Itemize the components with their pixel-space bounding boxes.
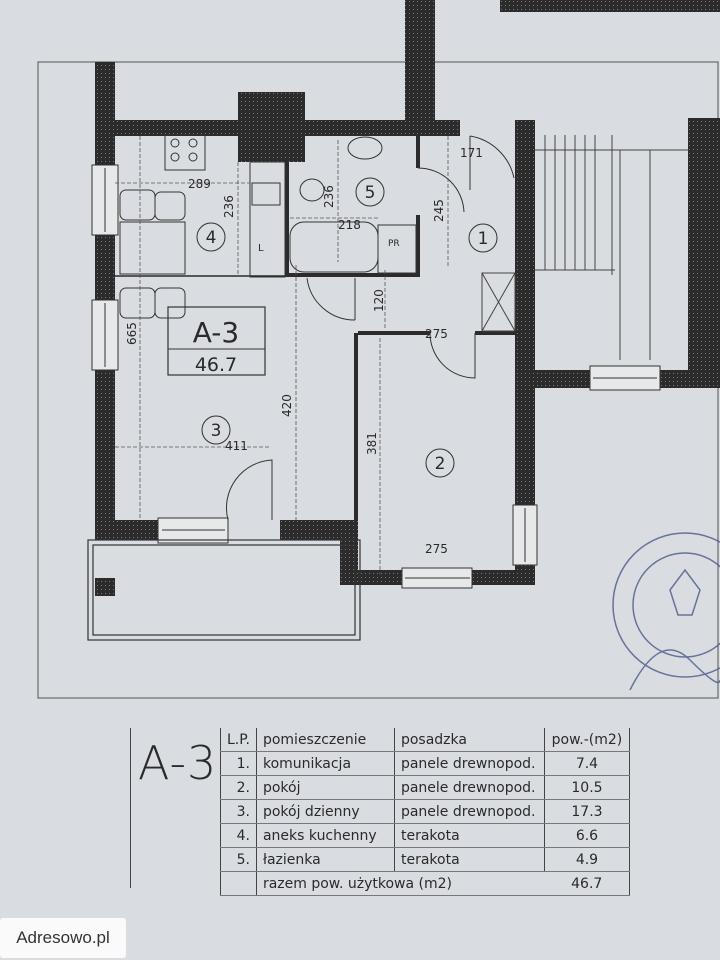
room-markers: 1 2 3 4 5 <box>196 177 498 478</box>
cell-area: 10.5 <box>544 775 630 800</box>
dim-living-depth: 420 <box>280 394 294 417</box>
dim-kitchen-width: 289 <box>188 177 211 191</box>
cell-no: 5. <box>220 847 257 872</box>
dim-room2-top-width: 275 <box>425 327 448 341</box>
cell-room: łazienka <box>256 847 395 872</box>
room-schedule: A-3 L.P. pomieszczenie posadzka pow.-(m2… <box>130 728 640 896</box>
room-3-label: 3 <box>211 421 222 441</box>
windows <box>91 164 661 589</box>
cell-room: pokój <box>256 775 395 800</box>
legend-title: A-3 <box>138 736 218 790</box>
dim-hall-depth: 245 <box>432 199 446 222</box>
room-5-label: 5 <box>365 183 376 203</box>
interior-walls <box>115 136 515 520</box>
cell-room: komunikacja <box>256 751 395 776</box>
watermark-badge: Adresowo.pl <box>0 918 126 958</box>
dim-room2-depth: 381 <box>365 432 379 455</box>
doors <box>225 135 515 521</box>
unit-box: A-3 46.7 <box>167 306 266 376</box>
fridge-label: L <box>258 243 264 254</box>
cell-no: 3. <box>220 799 257 824</box>
dimension-lines <box>115 136 449 575</box>
cell-no: 2. <box>220 775 257 800</box>
total-value: 46.7 <box>544 871 630 896</box>
room-4-label: 4 <box>206 228 217 248</box>
dim-living-length: 665 <box>125 322 139 345</box>
room-1-label: 1 <box>478 229 489 249</box>
cell-room: aneks kuchenny <box>256 823 395 848</box>
unit-area: 46.7 <box>195 354 237 376</box>
balcony <box>87 539 361 641</box>
unit-id: A-3 <box>193 316 239 349</box>
dim-living-width: 411 <box>225 439 248 453</box>
cell-room: pokój dzienny <box>256 799 395 824</box>
total-label: razem pow. użytkowa (m2) <box>256 871 545 896</box>
walls <box>95 0 720 596</box>
header-no: L.P. <box>220 728 257 752</box>
table-total-row: razem pow. użytkowa (m2) 46.7 <box>220 871 630 896</box>
stamp-seal <box>612 532 720 691</box>
legend-divider <box>130 728 131 888</box>
dim-kitchen-depth: 236 <box>222 195 236 218</box>
header-area: pow.-(m2) <box>544 728 630 752</box>
dimension-labels: 289 236 236 218 245 171 120 275 665 420 … <box>125 146 483 556</box>
table-header: L.P. pomieszczenie posadzka pow.-(m2) <box>220 728 630 752</box>
header-floor: posadzka <box>393 728 545 752</box>
cell-area: 6.6 <box>544 823 630 848</box>
dim-bath-width: 218 <box>338 218 361 232</box>
header-room: pomieszczenie <box>256 728 395 752</box>
cell-no: 1. <box>220 751 257 776</box>
washer-label: PR <box>388 239 400 249</box>
fixtures <box>119 134 417 319</box>
cell-area: 4.9 <box>544 847 630 872</box>
room-2-label: 2 <box>435 454 446 474</box>
cell-floor: panele drewnopod. <box>393 799 545 824</box>
dim-hall-width: 171 <box>460 146 483 160</box>
cell-floor: terakota <box>393 823 545 848</box>
cell-floor: panele drewnopod. <box>393 775 545 800</box>
staircase <box>481 135 688 360</box>
cell-area: 7.4 <box>544 751 630 776</box>
cell-no: 4. <box>220 823 257 848</box>
cell-floor: terakota <box>393 847 545 872</box>
dim-room2-bottom-width: 275 <box>425 542 448 556</box>
cell-empty <box>220 871 257 896</box>
dim-passage: 120 <box>372 289 386 312</box>
room-table: L.P. pomieszczenie posadzka pow.-(m2) 1.… <box>220 728 630 896</box>
cell-floor: panele drewnopod. <box>393 751 545 776</box>
dim-bath-depth: 236 <box>322 185 336 208</box>
cell-area: 17.3 <box>544 799 630 824</box>
